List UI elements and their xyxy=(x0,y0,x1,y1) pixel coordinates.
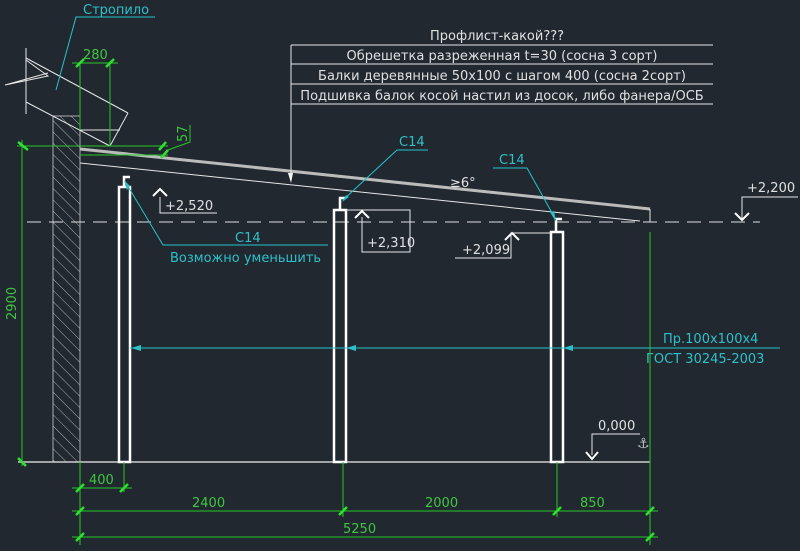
table-row-3: Подшивка балок косой настил из досок, ли… xyxy=(300,89,703,104)
dimension-span2: 2000 xyxy=(425,496,458,511)
table-row-2: Балки деревянные 50x100 с шагом 400 (сос… xyxy=(318,69,686,84)
dimension-57: 57 xyxy=(17,125,191,159)
bracket-mid-label: С14 xyxy=(399,135,425,150)
level-mark-right: +2,200 xyxy=(734,181,798,222)
profile-leader: Пр.100х100х4 ГОСТ 30245-2003 xyxy=(130,332,780,367)
dimension-280: 280 xyxy=(72,48,118,146)
dimension-offset: 400 xyxy=(89,473,114,488)
level-col2: +2,310 xyxy=(367,236,415,251)
wall xyxy=(52,115,81,463)
level-mark-col1: +2,520 xyxy=(152,187,217,214)
slope-label: ≥6° xyxy=(450,176,476,191)
rafter-leader: Стропило xyxy=(55,3,155,91)
dimension-span1: 2400 xyxy=(192,496,225,511)
dimension-overhang: 850 xyxy=(580,496,605,511)
level-right: +2,200 xyxy=(747,181,795,196)
column-1 xyxy=(117,175,132,464)
rafter-label: Стропило xyxy=(83,3,149,18)
level-mark-col3: +2,099 xyxy=(455,231,551,259)
level-col3: +2,099 xyxy=(462,243,510,258)
level-mark-ground: 0,000 ⚓ xyxy=(585,419,650,461)
profile-label: Пр.100х100х4 xyxy=(663,332,758,347)
level-col1: +2,520 xyxy=(165,199,213,214)
anchor-icon: ⚓ xyxy=(637,436,650,452)
table-row-1: Обрешетка разреженная t=30 (сосна 3 сорт… xyxy=(347,49,658,64)
bracket-left-note: Возможно уменьшить xyxy=(170,251,321,266)
bracket-left-label: С14 xyxy=(235,231,261,246)
dimension-rafter-width: 280 xyxy=(83,48,108,63)
dimension-rafter-gap: 57 xyxy=(176,125,191,142)
bracket-right-leader: С14 xyxy=(493,153,557,222)
bracket-mid-leader: С14 xyxy=(342,135,428,202)
bracket-left-leader: С14 Возможно уменьшить xyxy=(124,180,328,266)
table-header: Профлист-какой??? xyxy=(430,29,564,44)
bracket-right-label: С14 xyxy=(499,153,525,168)
dimension-total: 5250 xyxy=(343,522,376,537)
rafter xyxy=(4,48,129,147)
column-2 xyxy=(332,196,348,464)
column-3 xyxy=(549,217,565,464)
dimension-height: 2900 xyxy=(5,287,20,320)
dimension-2900: 2900 xyxy=(5,140,29,467)
level-mark-col2: +2,310 xyxy=(346,209,415,253)
dimension-chain: 400 2400 2000 850 5250 xyxy=(72,232,658,545)
level-ground: 0,000 xyxy=(598,419,635,434)
gost-label: ГОСТ 30245-2003 xyxy=(646,352,764,367)
layers-table xyxy=(290,44,713,178)
